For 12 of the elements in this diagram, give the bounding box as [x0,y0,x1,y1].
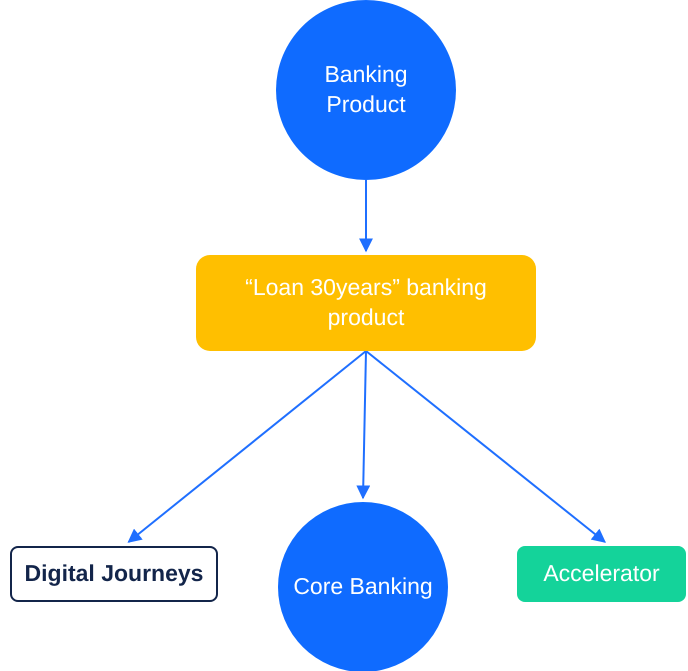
process-box [517,546,686,602]
arrow [365,350,606,543]
node-label: Core Banking [293,572,433,602]
arrow [359,180,373,252]
node-label: Banking Product [323,60,409,119]
arrow [127,350,367,543]
process-box [10,546,218,602]
node-label: “Loan 30years” banking product [244,273,488,332]
arrow [356,350,370,500]
process-box [196,255,536,351]
node-label: Accelerator [543,559,660,588]
node-label: Digital Journeys [24,559,204,588]
